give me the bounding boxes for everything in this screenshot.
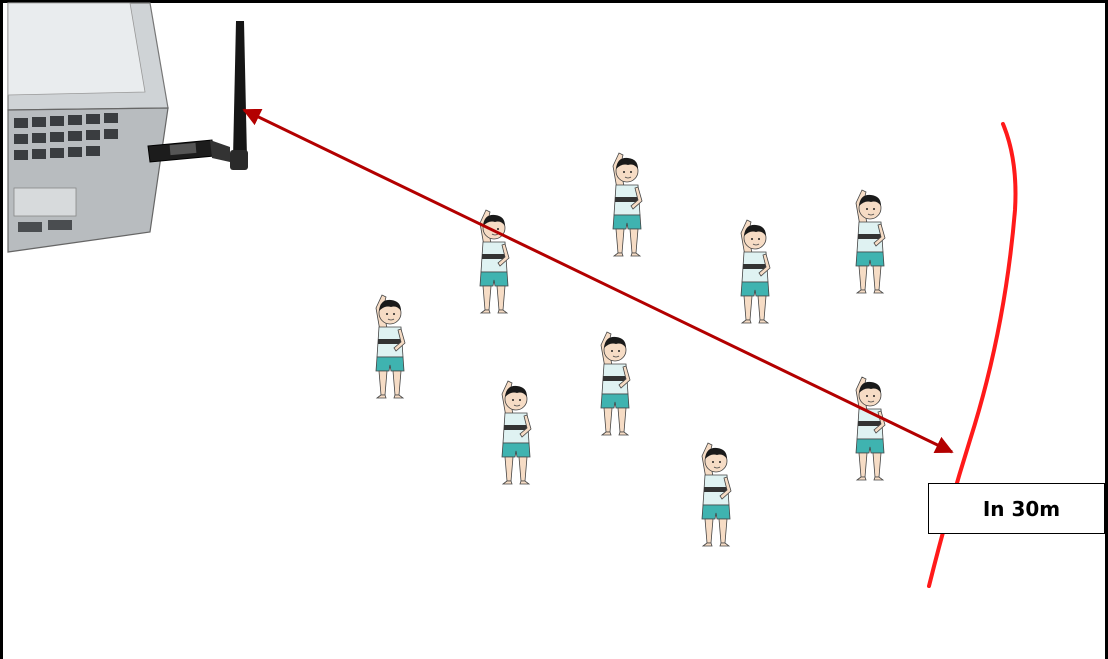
- laptop-icon: [8, 3, 168, 252]
- range-arrow: [244, 110, 952, 452]
- person-wearing-sensor-icon: [502, 381, 531, 484]
- person-wearing-sensor-icon: [856, 190, 885, 293]
- person-wearing-sensor-icon: [376, 295, 405, 398]
- range-label: In 30m: [928, 483, 1105, 534]
- person-wearing-sensor-icon: [613, 153, 642, 256]
- antenna-icon: [230, 21, 248, 170]
- person-wearing-sensor-icon: [702, 443, 731, 546]
- person-wearing-sensor-icon: [741, 220, 770, 323]
- person-wearing-sensor-icon: [601, 332, 630, 435]
- person-wearing-sensor-icon: [856, 377, 885, 480]
